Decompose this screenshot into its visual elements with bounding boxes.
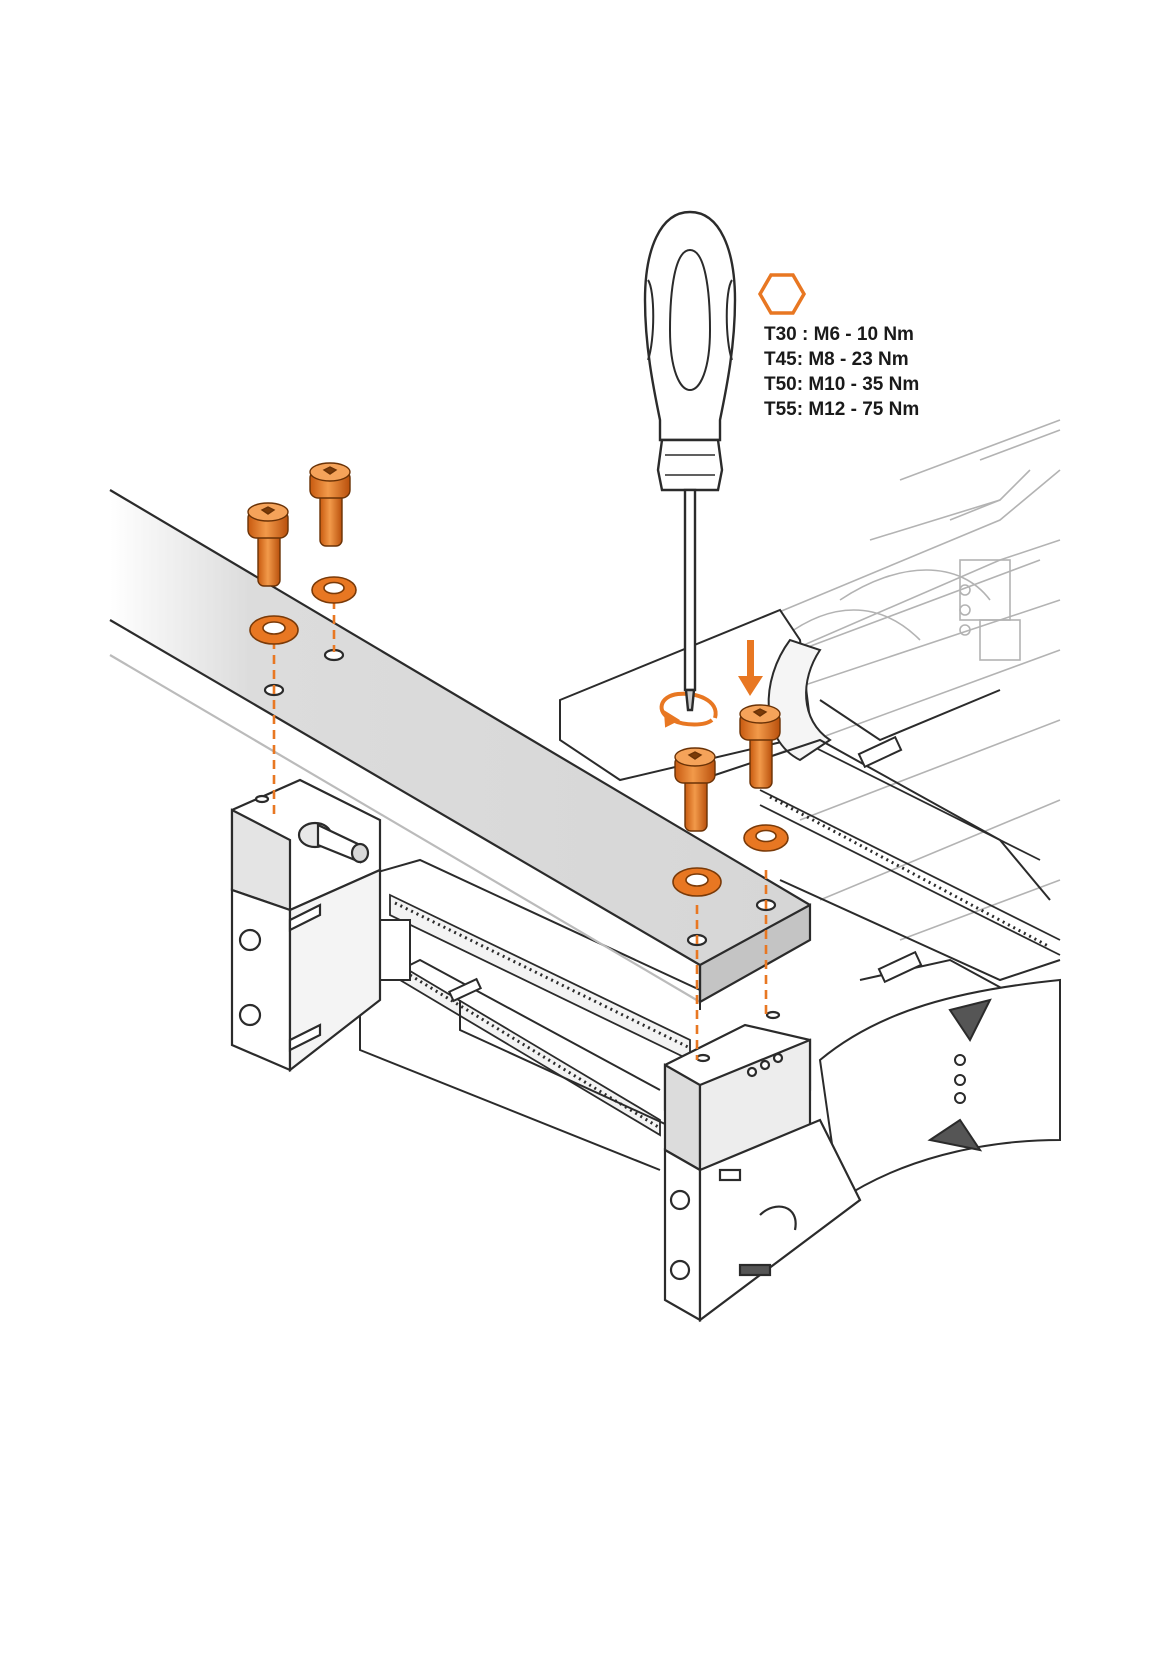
chain-side-plate-right — [818, 978, 1061, 1202]
screw-right-back — [739, 704, 781, 789]
mounting-bracket-right — [663, 1010, 862, 1323]
mounting-bracket-left — [230, 778, 382, 1073]
torque-row-t30: T30 : M6 - 10 Nm — [764, 324, 914, 345]
washer-left-back — [311, 576, 357, 604]
torque-row-t50: T50: M10 - 35 Nm — [764, 374, 920, 395]
washer-right-front — [672, 867, 722, 897]
washers — [249, 576, 789, 897]
down-arrow-icon — [738, 640, 763, 696]
alignment-guides — [272, 600, 768, 1060]
torx-hexagon-icon — [757, 273, 807, 315]
cable-gland-fitting — [297, 821, 370, 864]
screws — [247, 462, 781, 832]
rotation-arrow-icon — [659, 691, 718, 728]
torque-table: T30 : M6 - 10 Nm T45: M8 - 23 Nm T50: M1… — [764, 322, 919, 422]
torque-row-t45: T45: M8 - 23 Nm — [764, 349, 909, 370]
mounting-bar — [109, 489, 812, 1004]
washer-left-front — [249, 615, 299, 645]
torque-row-t55: T55: M12 - 75 Nm — [764, 399, 920, 420]
screwdriver-icon — [643, 210, 737, 712]
washer-right-back — [743, 824, 789, 852]
screw-left-back — [309, 462, 351, 547]
screw-left-front — [247, 502, 289, 587]
screw-right-front — [674, 747, 716, 832]
